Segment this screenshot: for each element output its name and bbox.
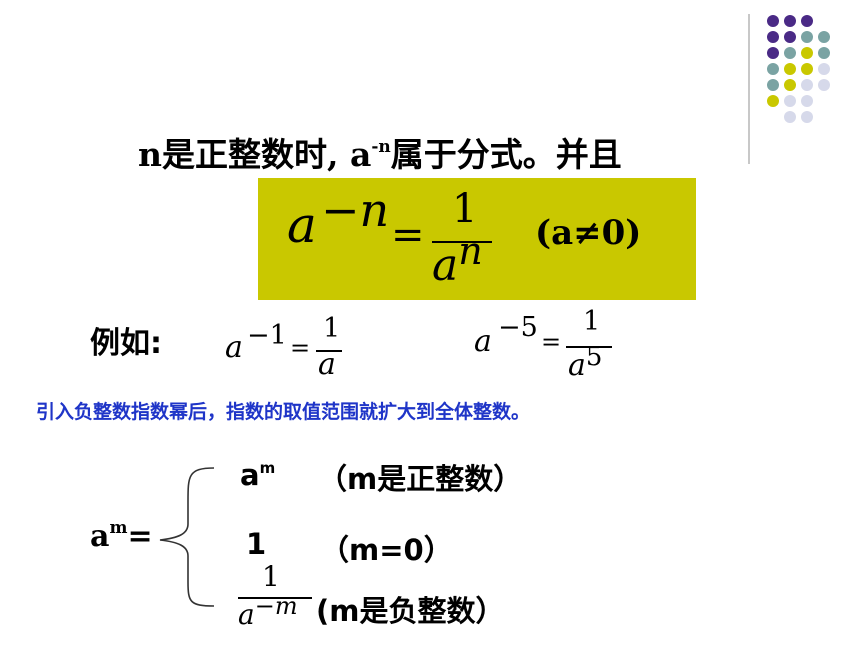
formula-denominator-base: a (432, 240, 459, 291)
formula-denominator: an (432, 229, 483, 291)
decorative-dot (767, 15, 779, 27)
decorative-dot (801, 79, 813, 91)
formula-exponent: −n (321, 183, 390, 237)
decorative-dot (801, 15, 813, 27)
decorative-dot (784, 15, 796, 27)
heading-text1: 是正整数时, a (162, 135, 372, 174)
example1-equals: = (290, 334, 311, 362)
case1: am (240, 458, 275, 492)
case1-base: a (240, 458, 260, 492)
decorative-dot (784, 79, 796, 91)
formula-equals: = (391, 212, 425, 258)
heading-n: n (138, 135, 162, 174)
example2-denominator: a5 (568, 342, 602, 383)
example2-numerator: 1 (583, 306, 601, 337)
brace-path (159, 467, 215, 607)
example1-fraction-bar (316, 350, 342, 352)
decorative-dot (784, 95, 796, 107)
formula-base: a (287, 196, 317, 254)
decorative-dot (801, 95, 813, 107)
decorative-divider-line (748, 14, 750, 164)
decorative-dot (801, 31, 813, 43)
case3-fraction-bar (238, 597, 312, 599)
case3-condition: (m是负整数） (316, 594, 505, 628)
heading-line: n是正整数时, a-n属于分式。并且 (138, 128, 622, 176)
example1-base: a (225, 330, 243, 365)
examples-label: 例如: (90, 326, 162, 361)
formula-denominator-exp: n (458, 229, 483, 273)
case3-den-base: a (238, 598, 255, 631)
decorative-dot (767, 47, 779, 59)
decorative-dot (767, 79, 779, 91)
case2-condition: （m=0） (320, 533, 453, 567)
example1-numerator: 1 (323, 313, 341, 344)
case3-numerator: 1 (262, 560, 280, 593)
case3-den-exp: −m (254, 592, 298, 620)
piecewise-lhs-exp: m (109, 518, 128, 538)
decorative-dot (801, 111, 813, 123)
piecewise-lhs-eq: = (127, 519, 153, 554)
piecewise-brace (159, 467, 215, 607)
example2-equals: = (541, 328, 562, 356)
decorative-dot (818, 31, 830, 43)
decorative-dot (767, 95, 779, 107)
example1-denominator: a (318, 347, 336, 382)
formula-condition: (a≠0) (535, 213, 642, 253)
case2-value: 1 (246, 527, 267, 561)
case1-condition: （m是正整数） (318, 462, 523, 496)
piecewise-lhs-base: a (90, 519, 110, 554)
example2-den-base: a (568, 348, 586, 383)
decorative-dot (818, 47, 830, 59)
decorative-dot (784, 111, 796, 123)
example2-base: a (474, 324, 492, 359)
decorative-dot (767, 63, 779, 75)
decorative-dot (818, 79, 830, 91)
case1-exp: m (259, 459, 276, 477)
decorative-dot (784, 63, 796, 75)
decorative-dot (767, 31, 779, 43)
heading-text2: 属于分式。并且 (390, 135, 622, 174)
decorative-dot (801, 47, 813, 59)
example1-exp: −1 (247, 320, 287, 351)
formula-numerator: 1 (452, 186, 478, 232)
note-text: 引入负整数指数幂后，指数的取值范围就扩大到全体整数。 (36, 401, 531, 423)
formula-box (258, 178, 696, 300)
piecewise-lhs: am= (90, 518, 153, 554)
heading-sup: -n (371, 137, 391, 157)
formula-fraction-bar (432, 241, 492, 243)
example2-den-exp: 5 (585, 342, 603, 372)
decorative-dot (784, 47, 796, 59)
case3-denominator: a−m (238, 592, 298, 631)
decorative-dot (801, 63, 813, 75)
example2-exp: −5 (498, 312, 538, 343)
decorative-dot (818, 63, 830, 75)
decorative-dot (784, 31, 796, 43)
example2-fraction-bar (566, 346, 612, 348)
